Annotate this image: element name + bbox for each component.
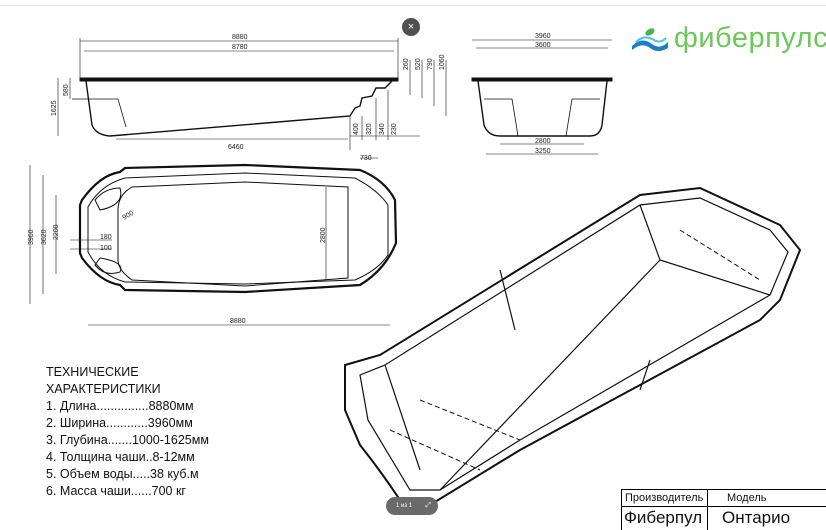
title-block: Производитель Модель Фиберпул Онтарио [621, 489, 826, 530]
close-button[interactable]: × [402, 18, 420, 36]
dim-label: 3960 [28, 229, 35, 245]
dim-label: 230 [391, 123, 398, 135]
dim-label: 3600 [535, 42, 551, 49]
page-counter-badge[interactable]: 1 из 1 ⤢ [386, 497, 438, 515]
dim-label: 1060 [439, 54, 446, 70]
dim-label: 520 [415, 58, 422, 70]
end-view: 3960 3600 2800 3250 [471, 33, 613, 155]
technical-specs: ТЕХНИЧЕСКИЕ ХАРАКТЕРИСТИКИ 1. Длина.....… [46, 364, 209, 500]
specs-title: ТЕХНИЧЕСКИЕ [46, 365, 139, 379]
dim-label: 180 [100, 234, 112, 241]
dim-label: 8880 [232, 34, 248, 41]
spec-item: 1. Длина...............8880мм [46, 399, 194, 413]
dim-label: 2800 [535, 138, 551, 145]
page-counter: 1 из 1 [396, 503, 413, 509]
spec-item: 4. Толщина чаши..8-12мм [46, 450, 195, 464]
dim-label: 730 [360, 155, 372, 162]
side-view: 8880 8780 6460 580 1625 260 520 790 1060… [51, 34, 447, 151]
model-label: Модель [727, 492, 767, 504]
dim-label: 1625 [51, 100, 58, 116]
model-value: Онтарио [722, 508, 791, 527]
dim-label: 260 [403, 58, 410, 70]
manufacturer-label: Производитель [625, 492, 704, 504]
spec-item: 5. Объем воды.....38 куб.м [46, 467, 199, 481]
dim-label: 6460 [228, 144, 244, 151]
dim-label: 2200 [53, 224, 60, 240]
spec-item: 3. Глубина.......1000-1625мм [46, 433, 209, 447]
dim-label: 580 [63, 84, 70, 96]
expand-icon[interactable]: ⤢ [425, 502, 431, 509]
wave-logo-icon [632, 27, 668, 51]
plan-view: 730 3960 3620 2200 900 180 100 2800 8880 [28, 155, 398, 326]
dim-label: 3250 [535, 148, 551, 155]
brand-name: фиберпулс [674, 22, 826, 54]
dim-label: 900 [122, 210, 136, 222]
dim-label: 100 [100, 245, 112, 252]
dim-label: 340 [379, 123, 386, 135]
spec-item: 2. Ширина............3960мм [46, 416, 193, 430]
isometric-view [344, 186, 802, 507]
specs-title: ХАРАКТЕРИСТИКИ [46, 382, 161, 396]
dim-label: 400 [353, 123, 360, 135]
dim-label: 3960 [535, 33, 551, 40]
dim-label: 8780 [232, 44, 248, 51]
spec-item: 6. Масса чаши......700 кг [46, 484, 186, 498]
dim-label: 320 [366, 123, 373, 135]
dim-label: 2800 [320, 227, 327, 243]
viewer-top-border [0, 5, 826, 6]
manufacturer-value: Фиберпул [624, 508, 703, 527]
brand-logo: фиберпулс [630, 22, 826, 55]
dim-label: 790 [427, 58, 434, 70]
dim-label: 3620 [41, 229, 48, 245]
dim-label: 8880 [230, 318, 246, 325]
